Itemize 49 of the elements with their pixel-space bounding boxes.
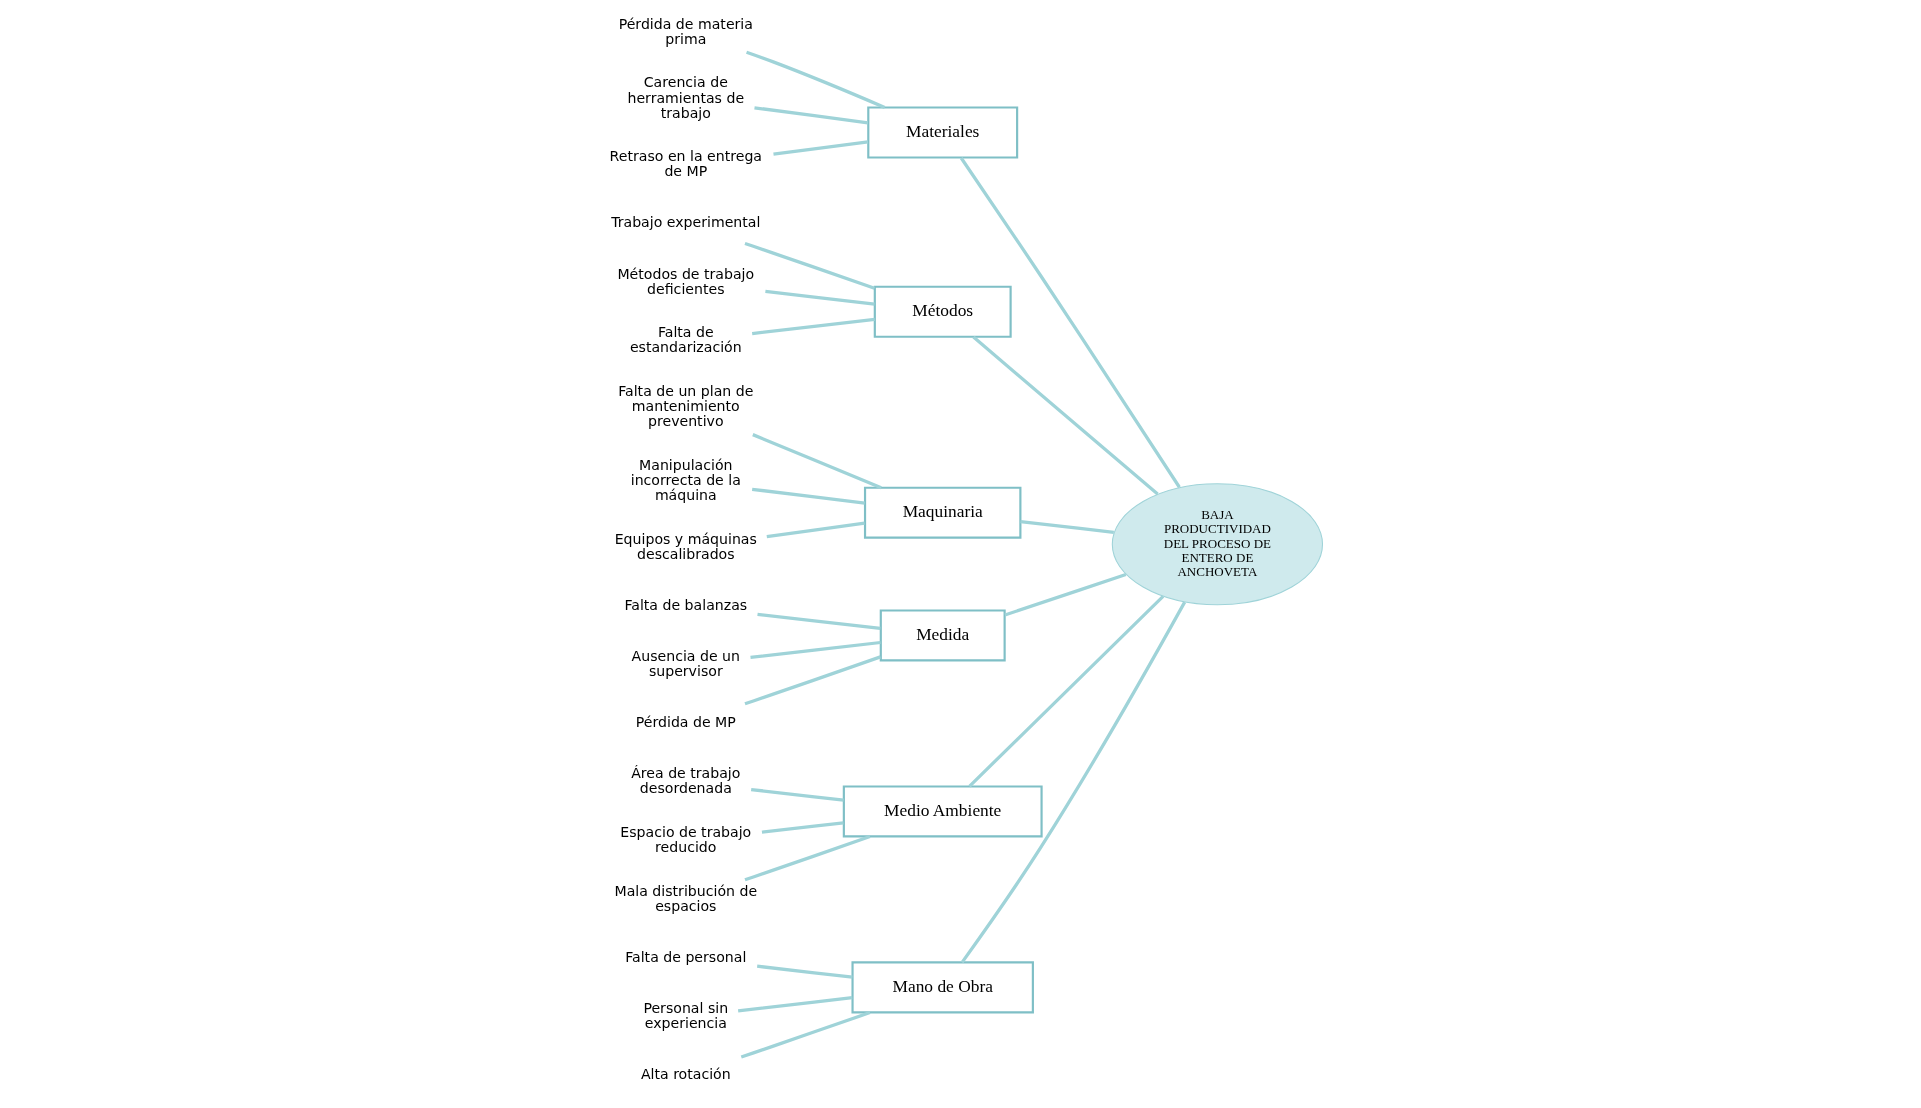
node-box: Materiales: [867, 106, 1019, 159]
node-box: Medio Ambiente: [842, 785, 1043, 838]
connector: [766, 521, 865, 539]
connector: [737, 996, 853, 1013]
node-text: Área de trabajo desordenada: [631, 765, 741, 797]
connector: [744, 835, 871, 882]
node-box: Medida: [879, 609, 1006, 662]
node-text: Alta rotación: [640, 1066, 731, 1083]
connector: [1020, 519, 1114, 534]
node-text: Personal sin experiencia: [643, 999, 729, 1032]
node-box: Maquinaria: [863, 486, 1022, 539]
node-text: Mala distribución de espacios: [614, 882, 758, 914]
node-text: Falta de estandarización: [629, 324, 742, 356]
connector: [740, 1011, 871, 1059]
connector: [968, 595, 1165, 788]
node-text: Falta de un plan de mantenimiento preventivo: [618, 382, 754, 430]
connector: [751, 487, 865, 505]
connector: [754, 106, 869, 125]
connector: [765, 289, 875, 306]
node-text: Falta de balanzas: [624, 596, 748, 613]
node-text: Carencia de herramientas de trabajo: [627, 74, 745, 121]
connector: [752, 433, 882, 490]
node-text: Pérdida de materia prima: [618, 15, 753, 47]
node-text: Retraso en la entrega de MP: [609, 148, 762, 180]
connector: [757, 612, 881, 631]
node-text: Manipulación incorrecta de la máquina: [630, 456, 741, 504]
node-text: Ausencia de un supervisor: [631, 647, 740, 680]
node-text: Equipos y máquinas descalibrados: [614, 530, 757, 562]
connector: [751, 317, 875, 336]
node-text: Trabajo experimental: [611, 214, 761, 231]
node-box: Métodos: [873, 285, 1012, 338]
node-box: Mano de Obra: [851, 961, 1034, 1014]
connector: [744, 241, 875, 290]
connector: [1004, 572, 1127, 617]
connector: [750, 640, 881, 660]
connector: [960, 601, 1187, 964]
connector: [972, 335, 1159, 496]
connector: [744, 655, 881, 706]
node-ellipse: BAJA PRODUCTIVIDAD DEL PROCESO DE ENTERO DE ANCHOVETA: [1111, 483, 1324, 606]
connector: [761, 821, 844, 834]
connector: [757, 964, 853, 979]
node-text: Pérdida de MP: [635, 714, 736, 731]
node-text: Falta de personal: [625, 948, 747, 965]
node-text: Espacio de trabajo reducido: [620, 823, 752, 856]
connector: [773, 140, 869, 156]
connector: [750, 787, 844, 802]
connector: [746, 50, 886, 109]
connector: [959, 157, 1181, 489]
node-text: Métodos de trabajo deficientes: [617, 265, 755, 297]
